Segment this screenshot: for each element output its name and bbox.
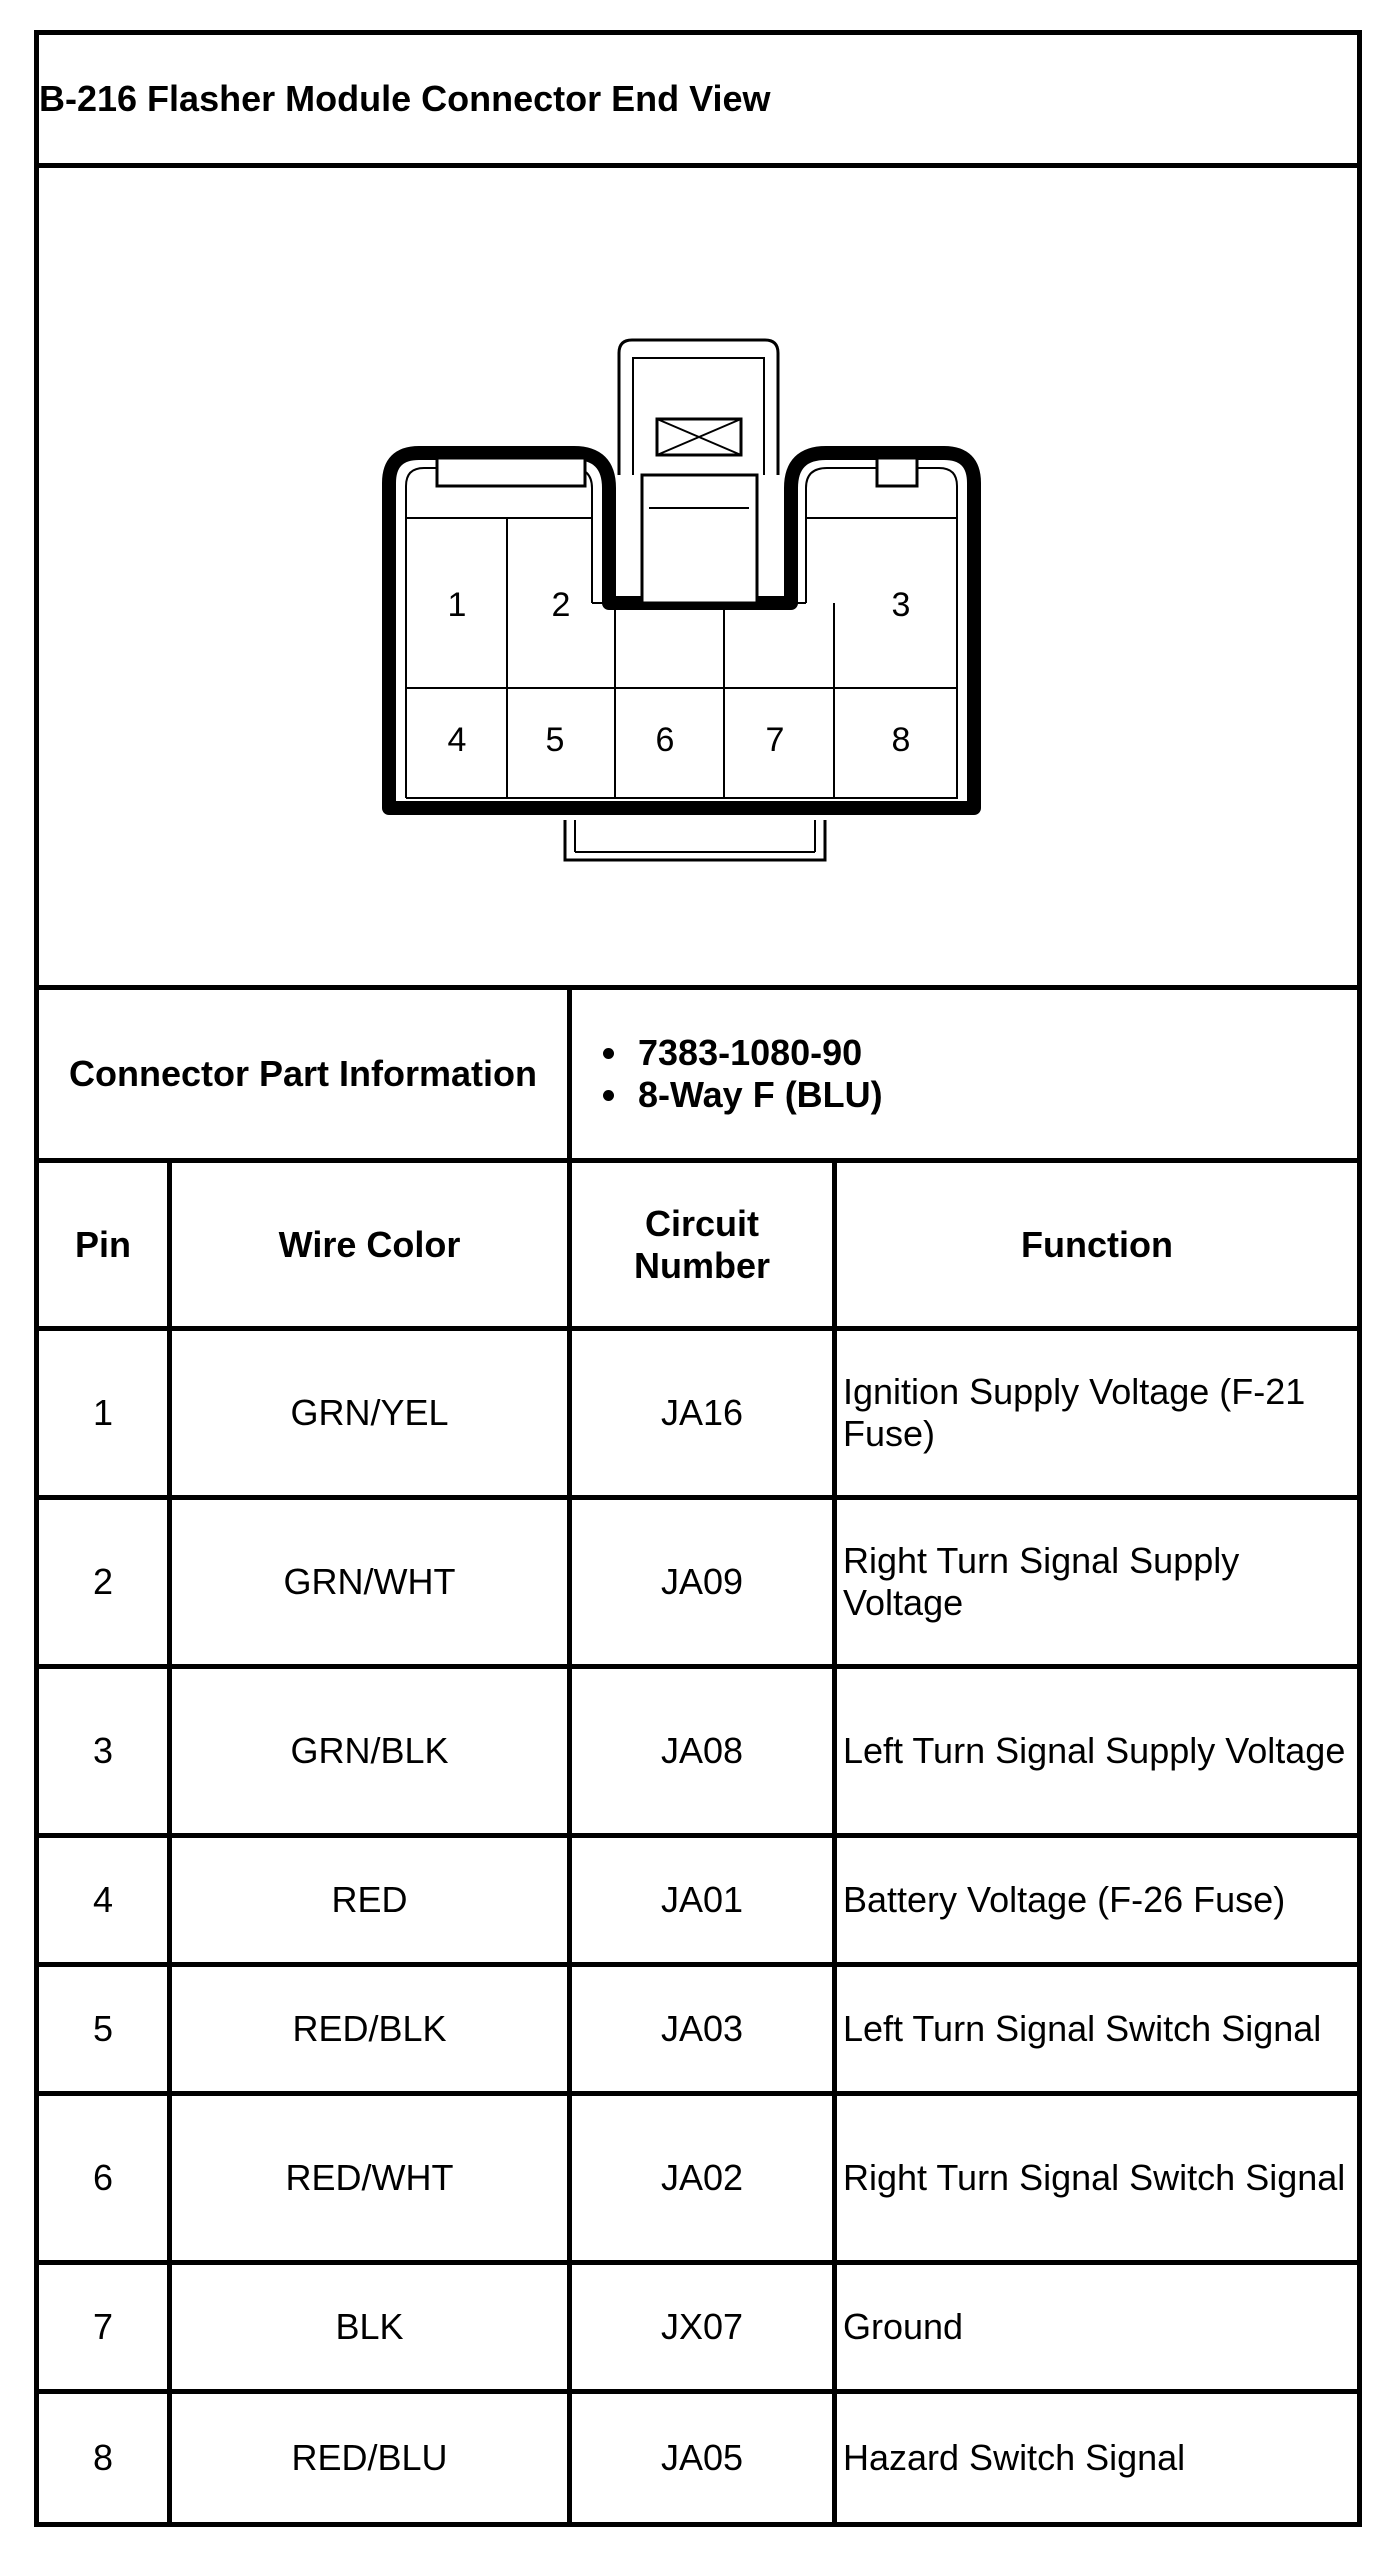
- divider: [39, 1326, 1357, 1331]
- table-row-wire-color: RED/BLU: [291, 2437, 448, 2478]
- table-row-function: Right Turn Signal Switch Signal: [843, 2157, 1346, 2198]
- divider: [39, 2260, 1357, 2265]
- divider: [39, 1495, 1357, 1500]
- part-info-label: Connector Part Information: [68, 1053, 538, 1094]
- table-row-pin: 2: [92, 1561, 114, 1602]
- divider: [39, 163, 1357, 168]
- part-description: 8-Way F (BLU): [632, 1074, 883, 1116]
- table-row-function: Battery Voltage (F-26 Fuse): [843, 1879, 1286, 1920]
- table-row-function: Ignition Supply Voltage (F-21 Fuse): [843, 1371, 1306, 1454]
- table-row-function: Right Turn Signal Supply Voltage: [843, 1540, 1240, 1623]
- pin-label-4: 4: [448, 721, 467, 759]
- divider: [39, 1664, 1357, 1669]
- pin-label-3: 3: [892, 586, 911, 624]
- table-row-wire-color: RED: [331, 1879, 408, 1920]
- part-info-list: 7383-1080-90 8-Way F (BLU): [572, 1032, 883, 1116]
- table-row-circuit: JA02: [660, 2157, 744, 2198]
- table-row-wire-color: GRN/YEL: [290, 1392, 449, 1433]
- pin-label-5: 5: [546, 721, 565, 759]
- table-row-pin: 7: [92, 2306, 114, 2347]
- pin-label-6: 6: [656, 721, 675, 759]
- table-row-wire-color: GRN/WHT: [283, 1561, 456, 1602]
- divider: [39, 1962, 1357, 1967]
- divider: [167, 1163, 172, 2522]
- table-row-pin: 6: [92, 2157, 114, 2198]
- header-circuit-number: Circuit Number: [633, 1202, 771, 1286]
- divider: [39, 2389, 1357, 2394]
- table-row-circuit: JA16: [660, 1392, 744, 1433]
- header-pin: Pin: [74, 1223, 131, 1265]
- divider: [39, 2091, 1357, 2096]
- table-row-pin: 4: [92, 1879, 114, 1920]
- table-row-wire-color: RED/BLK: [292, 2008, 447, 2049]
- divider: [39, 985, 1357, 990]
- table-row-pin: 3: [92, 1730, 114, 1771]
- page-title: B-216 Flasher Module Connector End View: [39, 78, 771, 119]
- pin-label-7: 7: [766, 721, 785, 759]
- table-row-circuit: JX07: [660, 2306, 744, 2347]
- table-row-wire-color: BLK: [335, 2306, 404, 2347]
- pin-label-8: 8: [892, 721, 911, 759]
- divider: [39, 1833, 1357, 1838]
- divider: [832, 1163, 837, 2522]
- pin-label-1: 1: [448, 586, 467, 624]
- table-row-circuit: JA08: [660, 1730, 744, 1771]
- divider: [567, 990, 572, 1158]
- connector-document: B-216 Flasher Module Connector End View: [34, 30, 1362, 2527]
- table-row-pin: 5: [92, 2008, 114, 2049]
- header-function: Function: [1021, 1223, 1173, 1265]
- table-row-circuit: JA05: [660, 2437, 744, 2478]
- table-row-function: Left Turn Signal Switch Signal: [843, 2008, 1322, 2049]
- table-row-function: Hazard Switch Signal: [843, 2437, 1186, 2478]
- connector-end-view-diagram: 1 2 3 4 5 6 7 8: [382, 338, 981, 862]
- part-info-values: 7383-1080-90 8-Way F (BLU): [572, 990, 1357, 1158]
- table-row-wire-color: RED/WHT: [285, 2157, 454, 2198]
- table-row-circuit: JA01: [660, 1879, 744, 1920]
- table-row-circuit: JA09: [660, 1561, 744, 1602]
- table-row-circuit: JA03: [660, 2008, 744, 2049]
- pin-label-2: 2: [552, 586, 571, 624]
- header-wire-color: Wire Color: [278, 1223, 461, 1265]
- part-number: 7383-1080-90: [632, 1032, 883, 1074]
- divider: [39, 1158, 1357, 1163]
- table-row-function: Ground: [843, 2306, 964, 2347]
- table-row-wire-color: GRN/BLK: [290, 1730, 449, 1771]
- table-row-function: Left Turn Signal Supply Voltage: [843, 1730, 1346, 1771]
- table-row-pin: 8: [92, 2437, 114, 2478]
- table-row-pin: 1: [92, 1392, 114, 1433]
- divider: [567, 1163, 572, 2522]
